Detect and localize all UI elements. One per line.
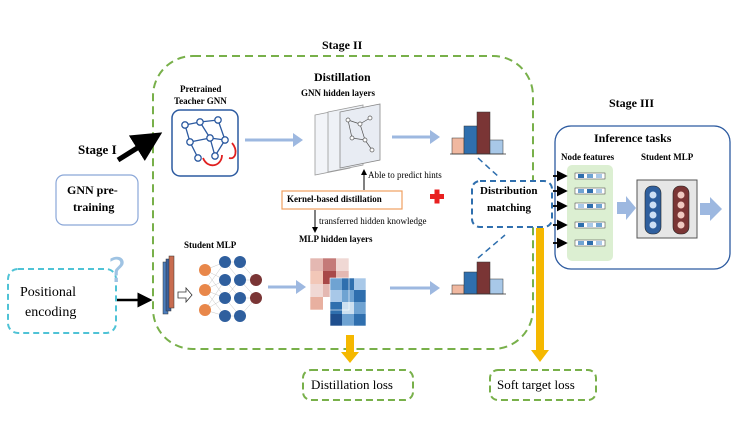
stage2-label: Stage II [322, 38, 363, 52]
transferred-label: transferred hidden knowledge [319, 216, 427, 226]
able-to-predict-label: Able to predict hints [368, 170, 442, 180]
student-mlp-network-icon [162, 255, 262, 322]
node-feature-arrows [553, 170, 568, 249]
student-to-mlp-hidden-arrowhead [296, 280, 306, 294]
question-mark-icon: ? [108, 251, 126, 291]
stage1-box [55, 174, 139, 226]
stage1-label: Stage I [78, 142, 117, 157]
stage1-arrow [116, 132, 163, 163]
mlp-hidden-layers-icon [309, 257, 367, 327]
mlp-hidden-label: MLP hidden layers [299, 234, 373, 244]
hist-top-connector [477, 157, 501, 179]
kernel-distillation-box [281, 190, 403, 210]
mlp-to-hist-bottom-arrowhead [430, 281, 440, 295]
distribution-matching-box [471, 180, 553, 228]
positional-line1: Positional [20, 285, 77, 300]
features-to-student-arrow [617, 196, 636, 220]
stage3-label: Stage III [609, 96, 655, 110]
teacher-to-hidden-arrowhead [293, 133, 303, 147]
distillation-loss-arrow-shaft [346, 335, 354, 353]
inference-student-label: Student MLP [641, 152, 694, 162]
top-histogram [450, 111, 506, 155]
distillation-loss-label: Distillation loss [311, 377, 393, 392]
gnn-hidden-label: GNN hidden layers [301, 88, 376, 98]
distribution-line1: Distribution [480, 185, 538, 197]
positional-line2: encoding [25, 305, 77, 320]
teacher-label-line2: Teacher GNN [174, 96, 227, 106]
teacher-red-arrow-2 [228, 142, 237, 160]
kernel-distillation-label: Kernel-based distillation [287, 194, 382, 204]
bottom-histogram [450, 261, 506, 295]
teacher-graph-icon [181, 116, 229, 162]
node-features-panel [567, 165, 613, 261]
soft-target-arrowhead [531, 350, 549, 362]
stage1-box-line2: training [73, 200, 115, 214]
soft-target-arrow-shaft [536, 228, 544, 352]
distillation-loss-arrowhead [341, 352, 359, 363]
inference-title: Inference tasks [594, 131, 672, 145]
distillation-title: Distillation [314, 70, 371, 84]
distillation-loss-box [302, 369, 414, 401]
teacher-gnn-box [171, 109, 239, 177]
teacher-red-arrow [202, 154, 223, 167]
hidden-to-hist-top-arrowhead [430, 130, 440, 144]
node-feature-rows [574, 172, 606, 247]
teacher-label-line1: Pretrained [180, 84, 222, 94]
distribution-line2: matching [487, 202, 531, 214]
node-features-label: Node features [561, 152, 615, 162]
red-cross-icon [430, 189, 444, 204]
inference-output-arrow [700, 197, 722, 221]
positional-encoding-box [7, 268, 117, 334]
soft-target-loss-box [489, 369, 597, 401]
stage1-box-line1: GNN pre- [67, 183, 118, 197]
gnn-hidden-layers-icon [314, 103, 381, 176]
student-mlp-label: Student MLP [184, 240, 237, 250]
hist-bottom-connector [477, 234, 506, 259]
soft-target-loss-label: Soft target loss [497, 377, 575, 392]
